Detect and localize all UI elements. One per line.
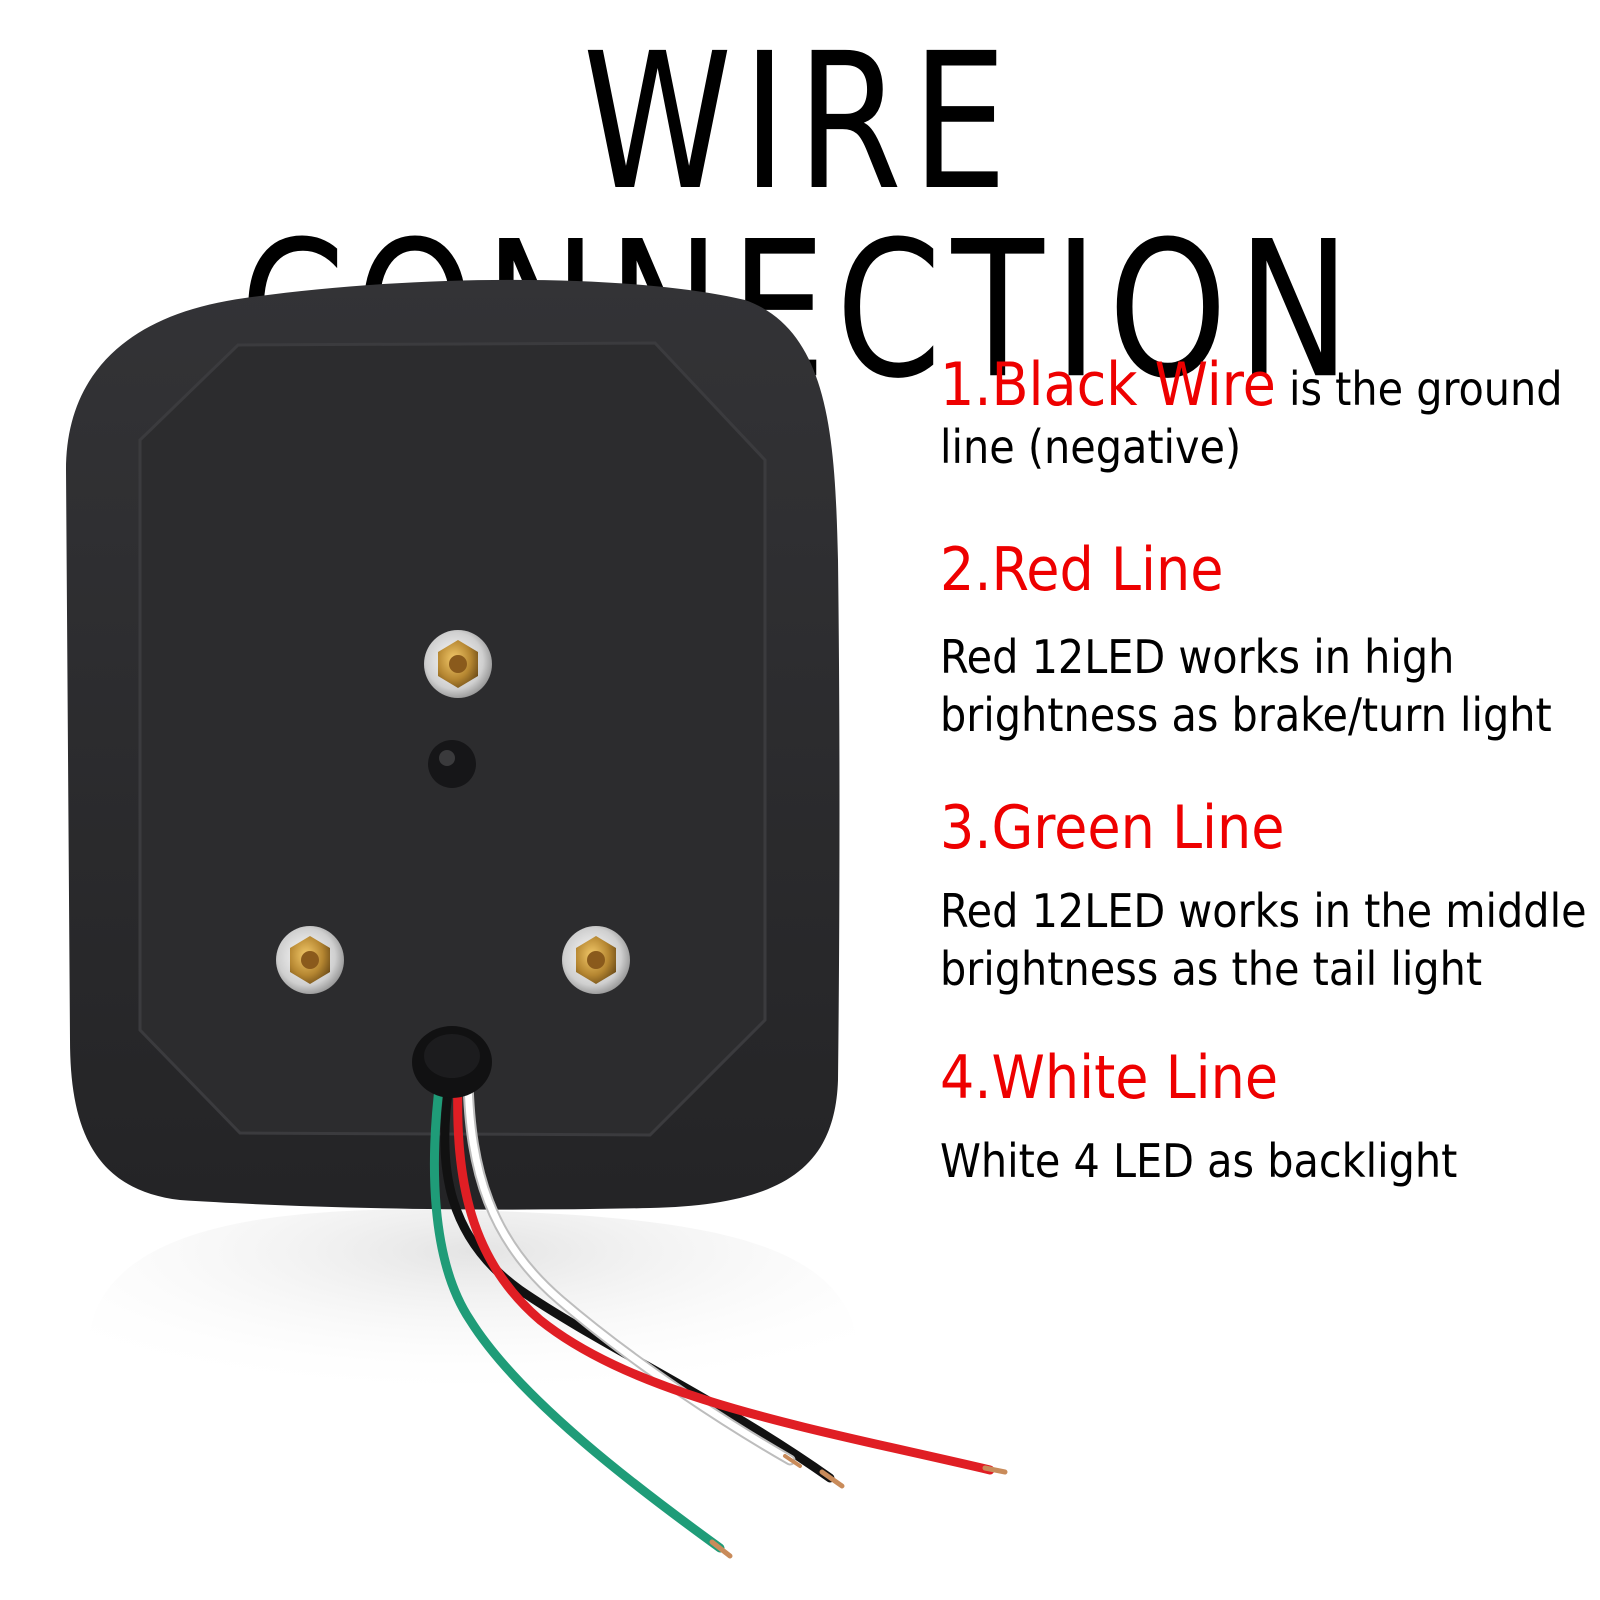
item-3-desc-line-2: brightness as the tail light — [940, 942, 1483, 996]
item-3-desc-line-1: Red 12LED works in the middle — [940, 884, 1587, 938]
wiring-notes: 1.Black Wire is the ground line (negativ… — [940, 0, 1600, 1600]
cable-grommet-icon — [412, 1026, 492, 1098]
mounting-stud-icon — [562, 926, 630, 994]
item-2-heading: 2.Red Line — [940, 535, 1224, 605]
floor-reflection — [90, 1209, 860, 1420]
red-wire — [453, 1075, 995, 1475]
item-1-desc-line-1: line (negative) — [940, 420, 1242, 474]
item-2-desc-line-2: brightness as brake/turn light — [940, 688, 1552, 742]
mounting-stud-icon — [424, 630, 492, 698]
item-4-desc-line-1: White 4 LED as backlight — [940, 1134, 1458, 1188]
item-3-heading: 3.Green Line — [940, 793, 1285, 863]
mounting-stud-icon — [276, 926, 344, 994]
white-wire-core — [464, 1076, 794, 1464]
green-wire — [429, 1075, 725, 1553]
sensor-dome-icon — [428, 740, 476, 788]
item-4-heading: 4.White Line — [940, 1043, 1279, 1113]
wire-bundle — [429, 1074, 1008, 1559]
item-2-desc-line-1: Red 12LED works in high — [940, 630, 1455, 684]
item-1-heading: 1.Black Wire is the ground — [940, 350, 1563, 420]
black-wire — [440, 1075, 835, 1483]
inner-plate — [138, 341, 767, 1137]
